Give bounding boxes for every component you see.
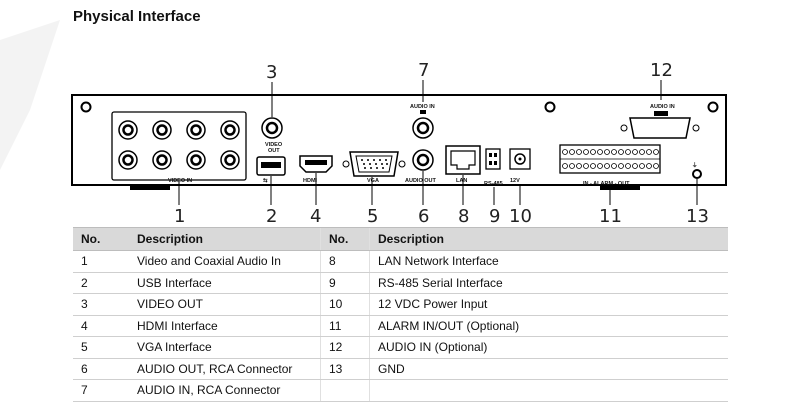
vga-label: VGA: [367, 178, 379, 184]
bnc-video-out-core: [265, 121, 279, 135]
usb-port-tongue: [261, 162, 281, 168]
lan-port-inner: [450, 150, 476, 170]
cell-description: VGA Interface: [129, 336, 321, 359]
cell-description: LAN Network Interface: [369, 250, 728, 273]
video-out-label-1: VIDEO: [265, 142, 283, 148]
cell-no: 2: [73, 272, 129, 294]
cell-description: GND: [369, 358, 728, 380]
cell-description: 12 VDC Power Input: [369, 293, 728, 316]
callout-6: 6: [418, 206, 429, 227]
table-header-row: No. Description No. Description: [73, 227, 728, 251]
cell-description: USB Interface: [129, 272, 321, 294]
audio-in-marker: [420, 110, 426, 114]
rs485-terminal: [485, 148, 501, 170]
rca-audio-in: [412, 117, 434, 139]
callout-10: 10: [509, 206, 532, 227]
cell-description: ALARM IN/OUT (Optional): [369, 315, 728, 337]
watermark-shape: [0, 20, 60, 170]
rca-audio-out: [412, 149, 434, 171]
cell-no: 4: [73, 315, 129, 337]
vga-pins: [361, 159, 388, 169]
callout-4: 4: [310, 206, 321, 227]
header-description-2: Description: [369, 227, 728, 251]
header-no-2: No.: [320, 227, 370, 251]
cell-description: AUDIO IN, RCA Connector: [129, 379, 321, 402]
bnc-video-out: [261, 117, 283, 139]
vga-screw-left: [342, 160, 350, 168]
callout-3: 3: [266, 62, 277, 83]
table-row: 3 VIDEO OUT 10 12 VDC Power Input: [73, 293, 728, 316]
callout-5: 5: [367, 206, 378, 227]
callout-11: 11: [599, 206, 622, 227]
rca-audio-in-core: [416, 121, 430, 135]
cell-no: 10: [320, 293, 370, 316]
cell-no: 8: [320, 250, 370, 273]
cell-no: 1: [73, 250, 129, 273]
video-out-label-2: OUT: [268, 148, 280, 154]
rs485-label: RS-485: [484, 181, 503, 187]
cell-no: 13: [320, 358, 370, 380]
cell-description: AUDIO OUT, RCA Connector: [129, 358, 321, 380]
screw-left: [80, 101, 92, 113]
cell-no: 12: [320, 336, 370, 359]
gnd-terminal: [692, 169, 702, 179]
callout-9: 9: [489, 206, 500, 227]
screw-middle: [544, 101, 556, 113]
header-description-1: Description: [129, 227, 321, 251]
audio-out-label: AUDIO OUT: [405, 178, 437, 184]
foot-left: [130, 185, 170, 190]
audio-in-label: AUDIO IN: [410, 104, 435, 110]
table-row: 7 AUDIO IN, RCA Connector: [73, 379, 728, 402]
table-row: 1 Video and Coaxial Audio In 8 LAN Netwo…: [73, 250, 728, 273]
table-row: 2 USB Interface 9 RS-485 Serial Interfac…: [73, 272, 728, 294]
table-row: 6 AUDIO OUT, RCA Connector 13 GND: [73, 358, 728, 380]
audio-in-opt-label: AUDIO IN: [650, 104, 675, 110]
alarm-label: IN - ALARM - OUT: [583, 181, 630, 187]
callout-7: 7: [418, 60, 429, 81]
cell-no: 6: [73, 358, 129, 380]
usb-icon: ⇆: [263, 176, 268, 184]
cell-no: 7: [73, 379, 129, 402]
callout-2: 2: [266, 206, 277, 227]
video-in-label: VIDEO IN: [168, 178, 192, 184]
header-no-1: No.: [73, 227, 129, 251]
cell-description: VIDEO OUT: [129, 293, 321, 316]
rear-panel-diagram: VIDEO IN VIDEO OUT ⇆ HDMI VGA AUDIO IN A…: [0, 20, 727, 227]
interface-table: No. Description No. Description 1 Video …: [73, 227, 728, 402]
callout-1: 1: [174, 206, 185, 227]
callout-13: 13: [686, 206, 709, 227]
cell-no: 11: [320, 315, 370, 337]
cell-description: HDMI Interface: [129, 315, 321, 337]
gnd-symbol: ⏚: [692, 162, 698, 169]
table-row: 4 HDMI Interface 11 ALARM IN/OUT (Option…: [73, 315, 728, 337]
callout-8: 8: [458, 206, 469, 227]
cell-no: 3: [73, 293, 129, 316]
rca-audio-out-core: [416, 153, 430, 167]
alarm-terminals: [562, 149, 659, 169]
cell-description: RS-485 Serial Interface: [369, 272, 728, 294]
hdmi-label: HDMI: [303, 178, 318, 184]
foot-right: [600, 185, 640, 190]
video-in-block: [111, 111, 247, 181]
audio-in-opt-marker: [654, 111, 668, 116]
cell-description: Video and Coaxial Audio In: [129, 250, 321, 273]
bnc-video-in-group: [118, 120, 240, 170]
cell-description: [369, 379, 728, 402]
leader-lines: [178, 80, 698, 205]
cell-description: AUDIO IN (Optional): [369, 336, 728, 359]
cell-no: [320, 379, 370, 402]
callout-12: 12: [650, 60, 673, 81]
lan-label: LAN: [456, 178, 467, 184]
table-row: 5 VGA Interface 12 AUDIO IN (Optional): [73, 336, 728, 359]
page-title: Physical Interface: [73, 8, 201, 25]
audio-in-opt-port: [629, 117, 691, 139]
screw-right: [707, 101, 719, 113]
dc-label: 12V: [510, 178, 520, 184]
vga-screw-right: [398, 160, 406, 168]
cell-no: 9: [320, 272, 370, 294]
hdmi-port-inner: [305, 160, 327, 165]
cell-no: 5: [73, 336, 129, 359]
